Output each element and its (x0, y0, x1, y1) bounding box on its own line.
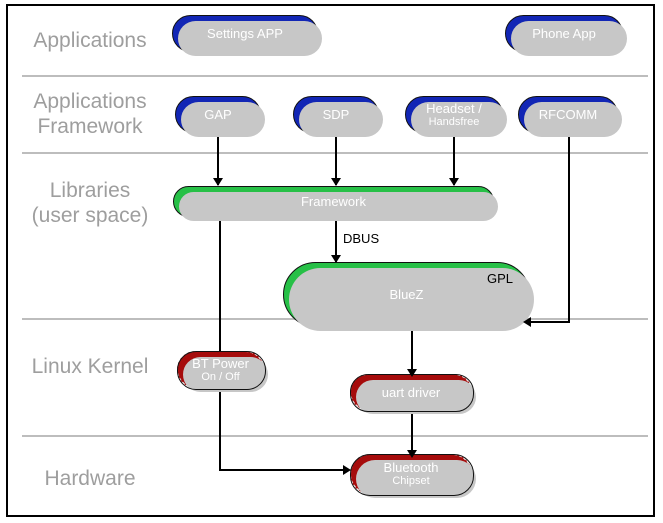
node-shadow (411, 102, 507, 137)
edge-bluez-to-uart-line (411, 327, 413, 377)
edge-sdp-to-framework-line (335, 133, 337, 185)
edge-gap-to-framework-arrow (213, 178, 223, 186)
node-uart-driver-label: uart driver (381, 384, 441, 400)
node-framework-label: Framework (300, 194, 366, 209)
edge-label-dbus: DBUS (341, 231, 382, 246)
node-phone-app-label: Phone App (532, 26, 596, 41)
edge-framework-to-chipset-arrow (343, 465, 351, 475)
node-headset-handsfree-label: Headset / Handsfree (426, 101, 482, 129)
node-bt-power-label: BT Power On / Off (192, 356, 249, 384)
node-bluez-license-tag: GPL (486, 271, 513, 286)
node-settings-app-label: Settings APP (207, 26, 283, 41)
node-bluez[interactable]: GPL BlueZ (283, 262, 534, 331)
node-shadow (179, 192, 498, 221)
node-sdp-label: SDP (322, 107, 350, 122)
node-shadow (183, 357, 268, 392)
node-rfcomm-label: RFCOMM (538, 107, 598, 122)
node-shadow (511, 21, 627, 56)
edge-rfcomm-to-bluez-arrow (523, 317, 531, 327)
node-shadow (181, 102, 265, 137)
edge-framework-to-bluez-arrow (331, 255, 341, 263)
node-shadow (299, 102, 383, 137)
layer-label-applications-framework: Applications Framework (33, 90, 147, 138)
layer-label-hardware: Hardware (44, 467, 136, 490)
edge-bluez-to-uart-arrow (407, 369, 417, 377)
node-headset-line2: Handsfree (428, 115, 480, 128)
edge-gap-to-framework-line (217, 133, 219, 185)
node-sdp[interactable]: SDP (293, 96, 383, 137)
node-shadow (524, 102, 622, 137)
edge-uart-to-chipset-line (411, 410, 413, 458)
edge-headset-to-framework-line (453, 133, 455, 185)
node-bluetooth-chipset-label: Bluetooth Chipset (384, 460, 439, 488)
node-bluetooth-chipset[interactable]: Bluetooth Chipset (349, 453, 476, 498)
node-gap-label: GAP (204, 107, 232, 122)
edge-headset-to-framework-arrow (449, 178, 459, 186)
layer-label-applications: Applications (33, 29, 147, 52)
node-chipset-line2: Chipset (392, 475, 430, 487)
node-headset-line1: Headset / (426, 100, 482, 116)
node-bt-power[interactable]: BT Power On / Off (176, 350, 268, 392)
edge-framework-to-chipset-horizontal (219, 469, 345, 471)
node-chipset-line1: Bluetooth (383, 460, 439, 475)
node-shadow (356, 380, 476, 414)
node-shadow (356, 460, 476, 498)
node-settings-app[interactable]: Settings APP (172, 15, 322, 56)
node-phone-app[interactable]: Phone App (505, 15, 627, 56)
layer-label-linux-kernel: Linux Kernel (31, 355, 149, 378)
divider-linux-kernel (22, 435, 648, 437)
node-rfcomm[interactable]: RFCOMM (518, 96, 622, 137)
node-bt-power-line2: On / Off (201, 370, 240, 383)
node-uart-driver[interactable]: uart driver (349, 373, 476, 414)
node-bluez-label: BlueZ (389, 287, 424, 302)
node-framework[interactable]: Framework (173, 186, 498, 221)
edge-uart-to-chipset-arrow (407, 450, 417, 458)
node-shadow (178, 21, 322, 56)
layer-label-libraries: Libraries (user space) (31, 179, 149, 227)
diagram-outer-border (6, 4, 655, 517)
edge-rfcomm-vertical (568, 133, 570, 323)
edge-rfcomm-horizontal (530, 321, 570, 323)
node-shadow (289, 268, 534, 331)
edge-framework-to-chipset-vertical (219, 216, 221, 471)
edge-sdp-to-framework-arrow (331, 178, 341, 186)
node-bt-power-line1: BT Power (192, 355, 249, 371)
edge-framework-to-bluez-line (335, 216, 337, 262)
node-gap[interactable]: GAP (175, 96, 265, 137)
divider-applications (22, 75, 648, 77)
node-headset-handsfree[interactable]: Headset / Handsfree (405, 96, 507, 137)
